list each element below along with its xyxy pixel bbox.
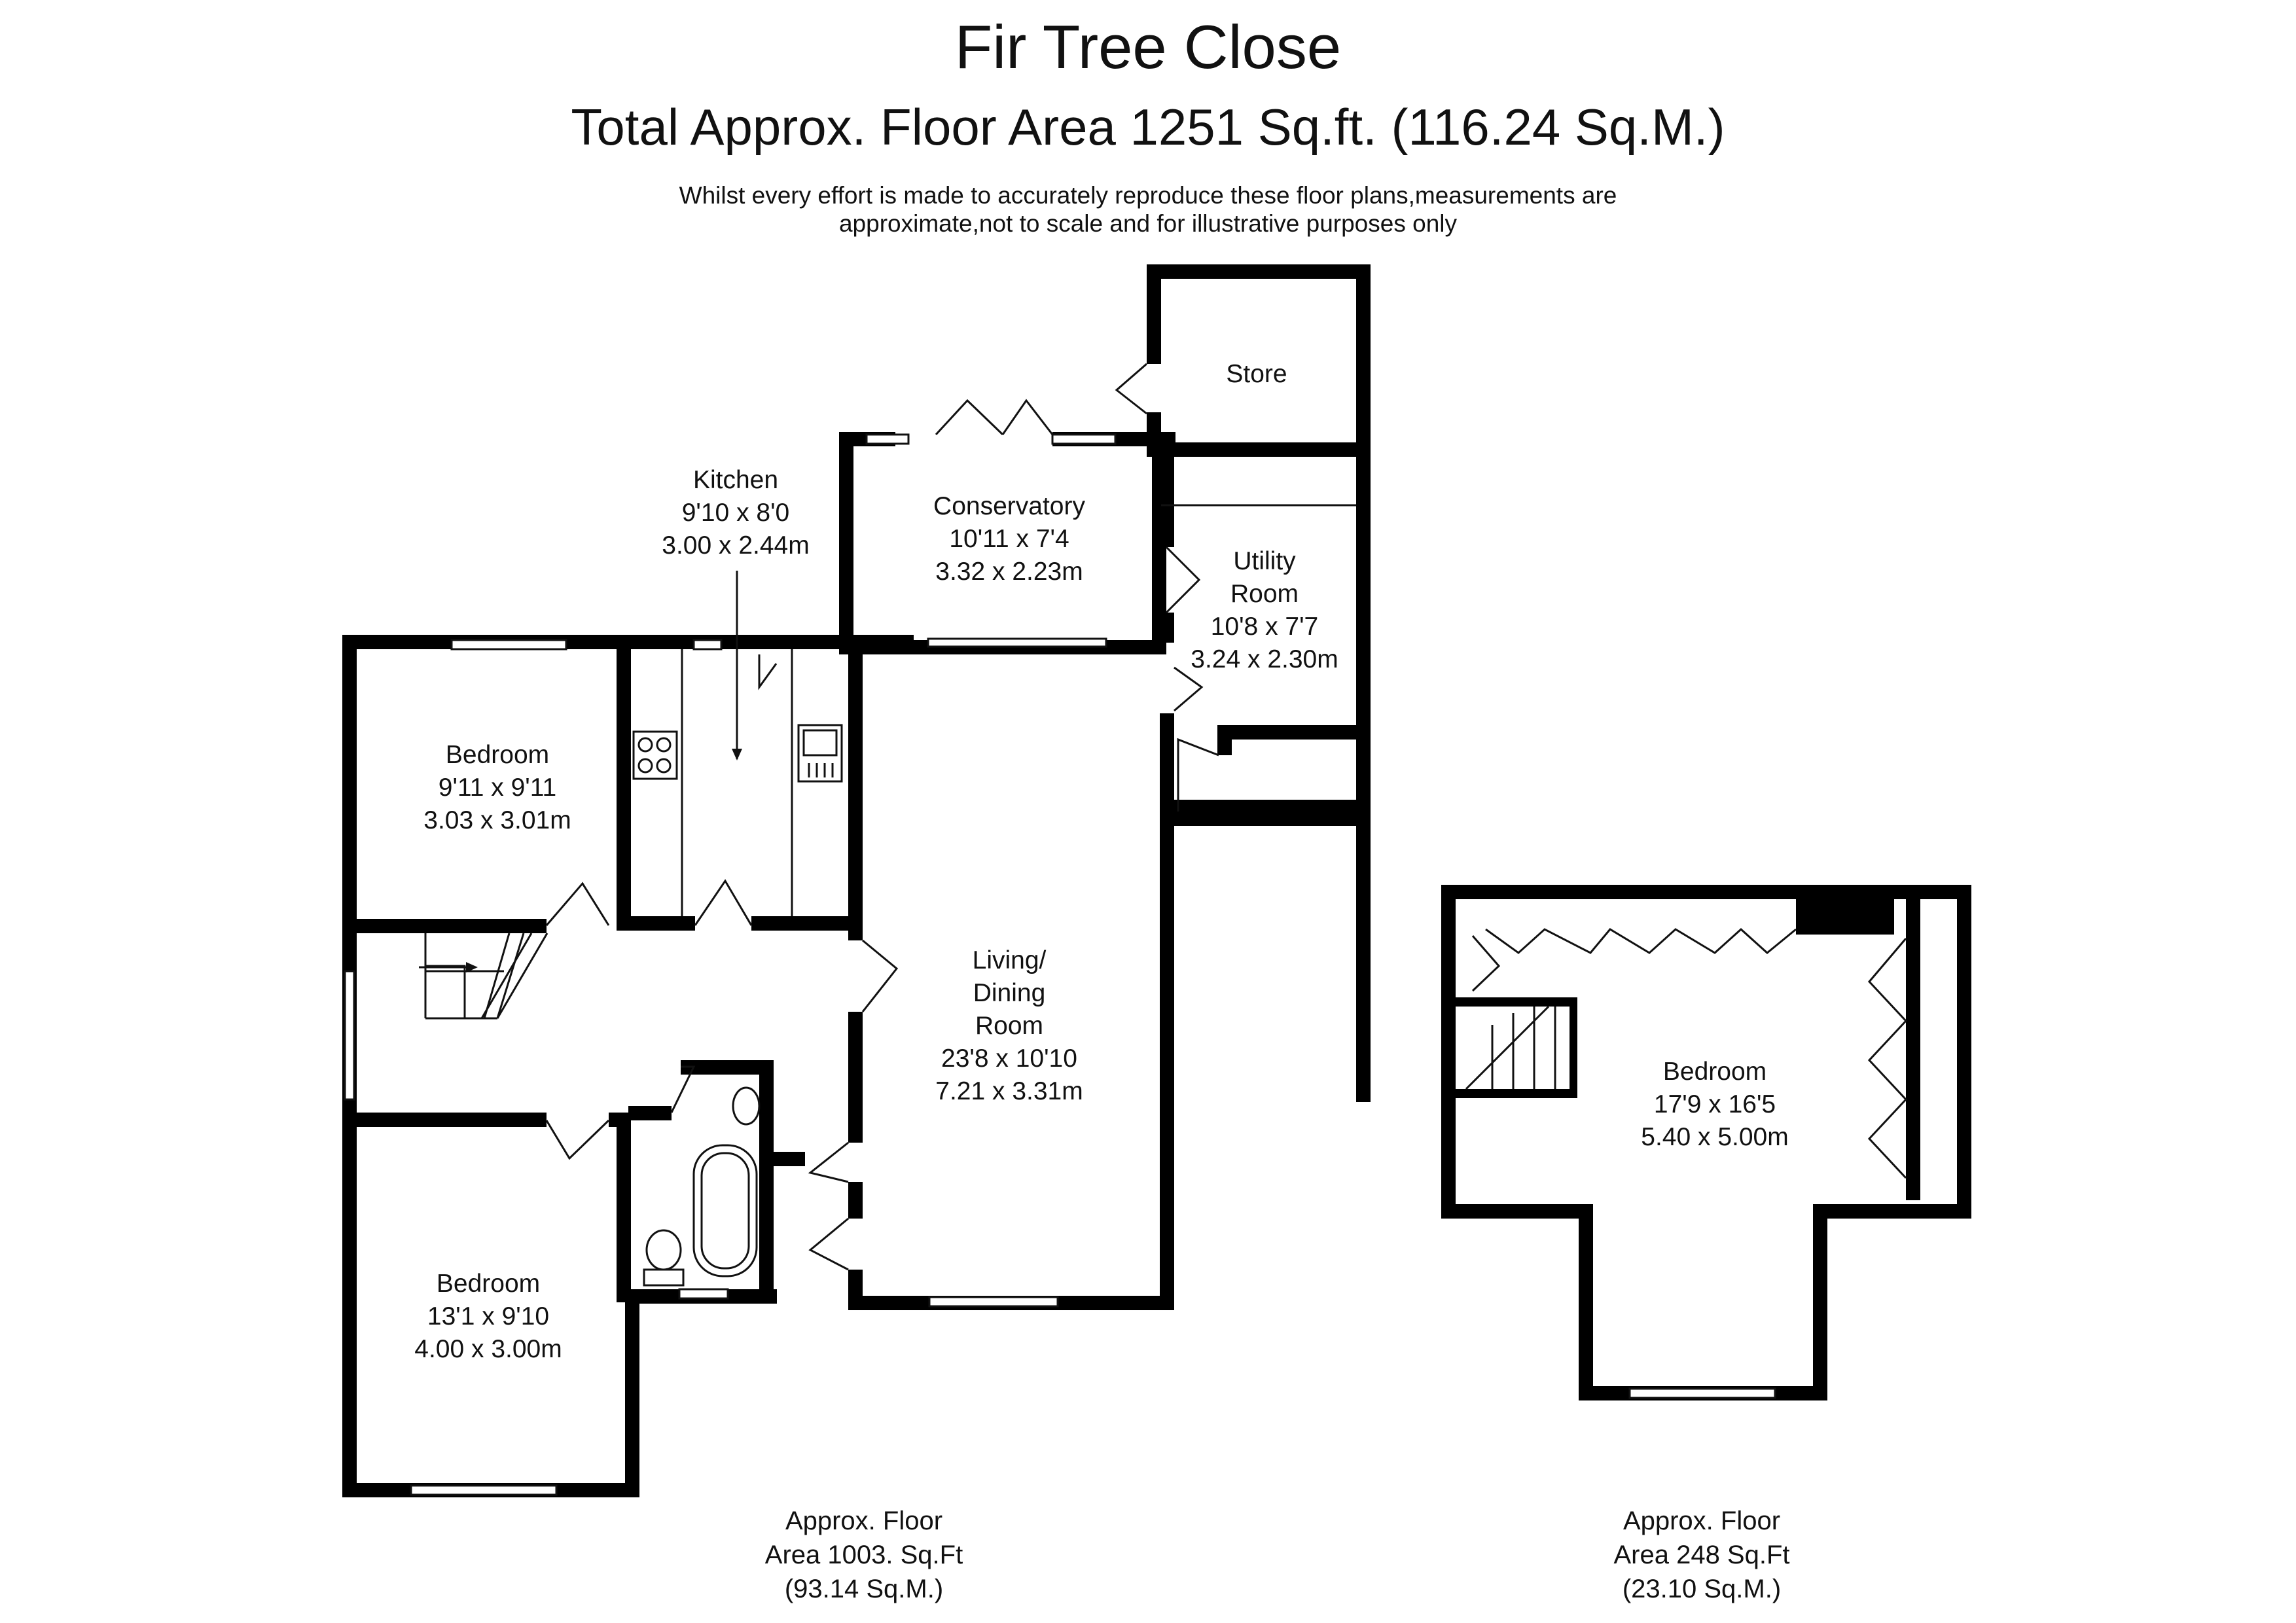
total-floor-area: Total Approx. Floor Area 1251 Sq.ft. (11… <box>571 98 1725 156</box>
living-name-1: Living/ <box>973 946 1047 974</box>
first-floor-area: Approx. Floor Area 248 Sq.Ft (23.10 Sq.M… <box>1545 1504 1859 1606</box>
window <box>928 1296 1059 1308</box>
store-label: Store <box>1226 360 1287 388</box>
ground-floor-fittings <box>419 363 1356 1287</box>
window <box>344 970 355 1101</box>
first-floor-fittings <box>1465 927 1908 1399</box>
bedroom2-imperial: 13'1 x 9'10 <box>427 1302 549 1330</box>
window <box>1051 433 1117 445</box>
bedroom1-imperial: 9'11 x 9'11 <box>439 774 556 802</box>
first-floor-area-line-3: (23.10 Sq.M.) <box>1622 1575 1782 1603</box>
window <box>410 1484 558 1496</box>
bedroom3-imperial: 17'9 x 16'5 <box>1654 1090 1776 1118</box>
french-doors <box>935 399 1054 436</box>
ground-floor-area-line-2: Area 1003. Sq.Ft <box>764 1541 963 1569</box>
toilet <box>645 1229 682 1271</box>
conservatory-imperial: 10'11 x 7'4 <box>949 525 1069 553</box>
bedroom3-door <box>1471 935 1501 992</box>
store-door <box>1115 363 1147 415</box>
bedroom1-metric: 3.03 x 3.01m <box>423 806 571 834</box>
wardrobe-doors <box>1485 927 1797 954</box>
kitchen-hall-door <box>694 879 753 926</box>
first-floor-walls <box>1441 885 1971 1400</box>
utility-door <box>1165 546 1201 614</box>
first-floor-area-line-2: Area 248 Sq.Ft <box>1613 1541 1790 1569</box>
living-door <box>1174 666 1204 712</box>
living-name-3: Room <box>975 1012 1043 1040</box>
utility-imperial: 10'8 x 7'7 <box>1211 613 1319 641</box>
hob <box>632 730 678 780</box>
staircase <box>424 933 525 1020</box>
plan-title: Fir Tree Close <box>954 12 1342 81</box>
bedroom2-door <box>545 1119 610 1160</box>
front-door <box>808 1217 849 1271</box>
living-metric: 7.21 x 3.31m <box>935 1077 1083 1105</box>
first-floor-area-line-1: Approx. Floor <box>1623 1507 1781 1535</box>
window <box>692 639 723 651</box>
window <box>927 637 1107 648</box>
window <box>450 639 567 651</box>
living-name-2: Dining <box>973 979 1046 1007</box>
ground-floor-area-line-3: (93.14 Sq.M.) <box>784 1575 944 1603</box>
conservatory-metric: 3.32 x 2.23m <box>935 558 1083 586</box>
bedroom3-name: Bedroom <box>1663 1058 1767 1086</box>
bedroom3-metric: 5.40 x 5.00m <box>1641 1123 1788 1151</box>
bedroom1-door <box>545 882 610 926</box>
first-floor-stairs <box>1465 1005 1556 1090</box>
conservatory-name: Conservatory <box>933 492 1085 520</box>
bedroom2-name: Bedroom <box>437 1270 540 1298</box>
living-imperial: 23'8 x 10'10 <box>941 1044 1077 1073</box>
disclaimer-line-2: approximate,not to scale and for illustr… <box>838 209 1457 237</box>
window <box>865 433 910 445</box>
living-hall-door <box>861 939 899 1012</box>
hall-cupboard-door <box>808 1141 849 1183</box>
bedroom1-name: Bedroom <box>446 741 549 769</box>
cupboard-door <box>1177 738 1219 812</box>
utility-metric: 3.24 x 2.30m <box>1191 645 1338 673</box>
kitchen-name: Kitchen <box>693 466 778 494</box>
wardrobe-doors-east <box>1867 938 1908 1179</box>
kitchen-door <box>758 654 778 690</box>
bathroom-door <box>670 1065 696 1113</box>
ground-floor-area-line-1: Approx. Floor <box>785 1507 943 1535</box>
room-labels: Store Conservatory 10'11 x 7'4 3.32 x 2.… <box>414 360 1788 1363</box>
bedroom2-metric: 4.00 x 3.00m <box>414 1335 562 1363</box>
kitchen-sink <box>797 724 843 783</box>
kitchen-metric: 3.00 x 2.44m <box>662 531 809 560</box>
utility-name-2: Room <box>1230 580 1299 608</box>
ground-floor-windows <box>344 433 1117 1496</box>
window <box>1628 1387 1776 1399</box>
utility-name-1: Utility <box>1233 547 1296 575</box>
disclaimer-line-1: Whilst every effort is made to accuratel… <box>679 182 1617 209</box>
ground-floor-area: Approx. Floor Area 1003. Sq.Ft (93.14 Sq… <box>707 1504 1021 1606</box>
disclaimer: Whilst every effort is made to accuratel… <box>0 182 2296 238</box>
bathtub <box>692 1144 758 1277</box>
bathroom-sink <box>732 1086 761 1126</box>
kitchen-imperial: 9'10 x 8'0 <box>682 499 790 527</box>
window <box>678 1288 729 1300</box>
